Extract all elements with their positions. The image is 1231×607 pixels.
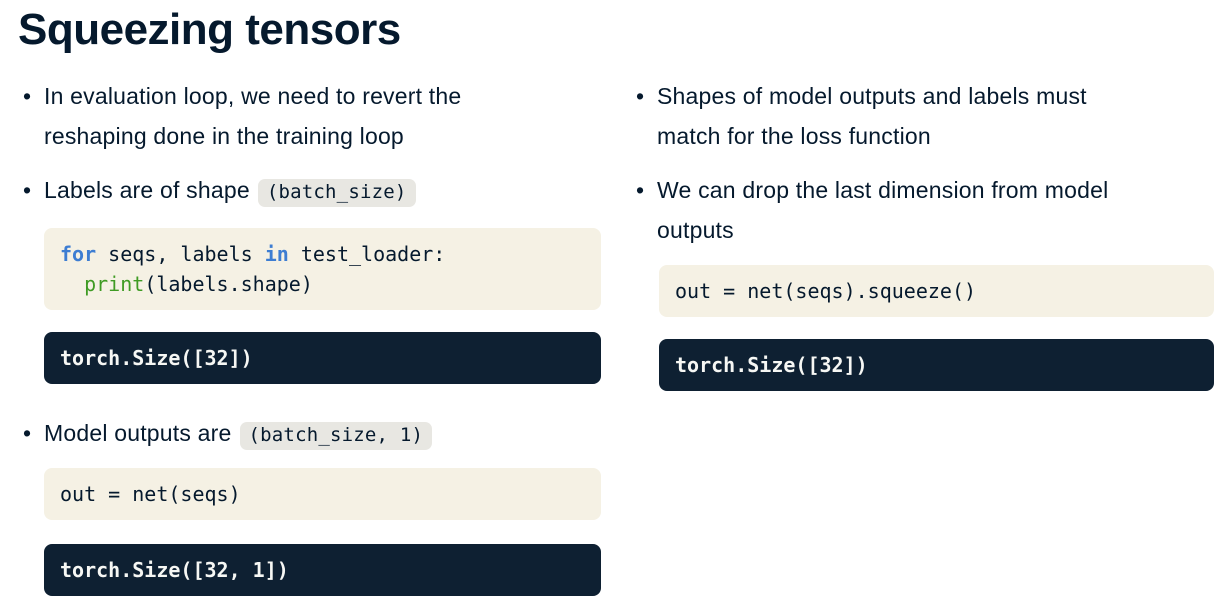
- slide-title: Squeezing tensors: [18, 5, 401, 54]
- code-line: out = net(seqs).squeeze(): [675, 279, 977, 304]
- bullet-text-segment: Labels are of shape: [44, 177, 250, 204]
- code-text: test_loader:: [288, 242, 446, 267]
- right-column: • Shapes of model outputs and labels mus…: [631, 76, 1214, 596]
- bullet-text-segment: Model outputs are: [44, 420, 232, 447]
- bullet-item-model-outputs: • Model outputs are (batch_size, 1): [18, 413, 601, 455]
- code-block-squeeze: out = net(seqs).squeeze(): [659, 265, 1214, 318]
- bullet-text-line: outputs: [657, 217, 734, 244]
- output-block-size-32-right: torch.Size([32]): [659, 339, 1214, 392]
- bullet-marker: •: [636, 83, 645, 110]
- code-indent: [60, 272, 84, 296]
- function-print: print: [84, 272, 145, 297]
- bullet-marker: •: [23, 177, 32, 204]
- bullet-text: We can drop the last dimension from mode…: [657, 170, 1108, 250]
- bullet-text: In evaluation loop, we need to revert th…: [44, 76, 461, 156]
- code-text: seqs, labels: [96, 242, 265, 267]
- code-line: print(labels.shape): [60, 269, 601, 299]
- bullet-text-line: Shapes of model outputs and labels must: [657, 83, 1087, 110]
- bullet-marker: •: [636, 177, 645, 204]
- bullet-text-line: match for the loss function: [657, 123, 931, 150]
- left-column: • In evaluation loop, we need to revert …: [18, 76, 601, 597]
- bullet-text-line: reshaping done in the training loop: [44, 123, 404, 150]
- bullet-text: Labels are of shape (batch_size): [44, 170, 416, 212]
- bullet-text: Model outputs are (batch_size, 1): [44, 413, 433, 455]
- keyword-for: for: [60, 242, 97, 267]
- code-text: (labels.shape): [144, 272, 313, 297]
- code-line: for seqs, labels in test_loader:: [60, 239, 601, 269]
- code-block-net-seqs: out = net(seqs): [44, 468, 601, 521]
- bullet-item-drop-dimension: • We can drop the last dimension from mo…: [631, 170, 1214, 250]
- keyword-in: in: [264, 242, 289, 267]
- code-block-test-loader: for seqs, labels in test_loader: print(l…: [44, 228, 601, 311]
- code-line: out = net(seqs): [60, 482, 241, 507]
- bullet-item-shapes-match: • Shapes of model outputs and labels mus…: [631, 76, 1214, 156]
- bullet-text: Shapes of model outputs and labels must m…: [657, 76, 1087, 156]
- inline-code-batch-size: (batch_size): [257, 179, 416, 208]
- slide-body: • In evaluation loop, we need to revert …: [0, 76, 1231, 597]
- bullet-marker: •: [23, 420, 32, 447]
- bullet-text-line: In evaluation loop, we need to revert th…: [44, 83, 462, 110]
- bullet-marker: •: [23, 83, 32, 110]
- output-block-size-32-1: torch.Size([32, 1]): [44, 544, 601, 597]
- bullet-item-labels-shape: • Labels are of shape (batch_size): [18, 170, 601, 212]
- inline-code-batch-size-1: (batch_size, 1): [239, 422, 433, 451]
- output-block-size-32: torch.Size([32]): [44, 332, 601, 385]
- bullet-item-revert-reshaping: • In evaluation loop, we need to revert …: [18, 76, 601, 156]
- bullet-text-line: We can drop the last dimension from mode…: [657, 177, 1109, 204]
